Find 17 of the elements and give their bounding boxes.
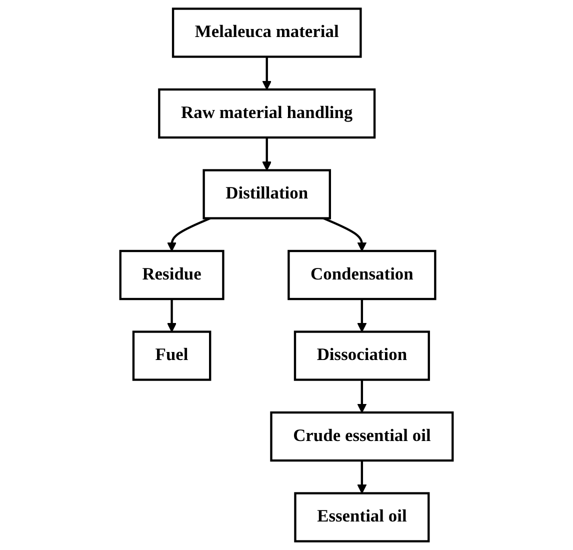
- node-box: Residue: [119, 250, 224, 300]
- arrow: [166, 217, 211, 252]
- node-box: Raw material handling: [158, 88, 376, 139]
- node-box: Melaleuca material: [172, 8, 362, 58]
- arrow: [322, 217, 367, 252]
- arrow: [357, 380, 367, 413]
- node-box: Essential oil: [294, 492, 430, 542]
- arrow: [262, 138, 272, 171]
- node-box: Condensation: [288, 250, 436, 300]
- arrow: [262, 56, 272, 90]
- node-box: Crude essential oil: [270, 411, 454, 462]
- arrow: [357, 299, 367, 332]
- arrow: [166, 299, 177, 332]
- node-box: Fuel: [132, 330, 212, 381]
- arrow: [357, 460, 367, 494]
- node-box: Dissociation: [294, 330, 430, 381]
- node-box: Distillation: [202, 169, 331, 220]
